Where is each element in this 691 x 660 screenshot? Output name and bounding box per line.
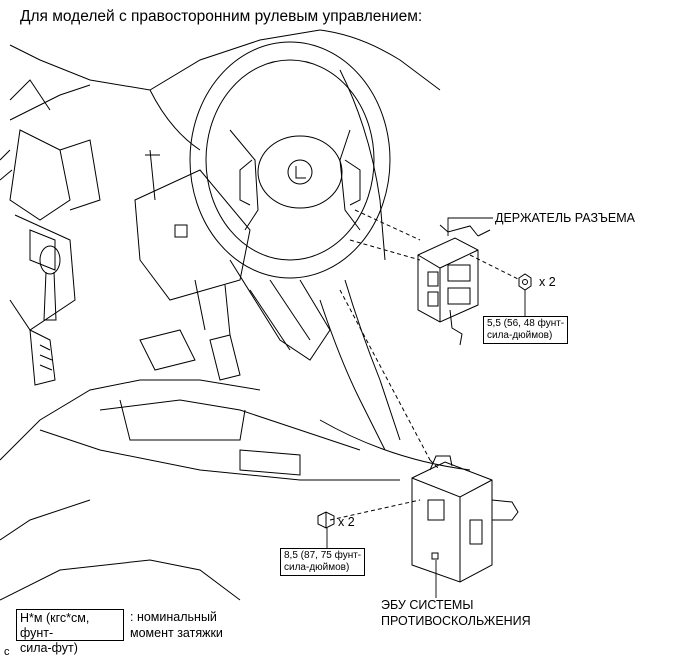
center-console <box>0 79 101 386</box>
legend-unit-line1: Н*м (кгс*см, фунт- <box>20 611 90 640</box>
bolt-torque-line2: сила-дюймов) <box>284 562 350 573</box>
legend-description: : номинальный момент затяжки <box>130 609 223 641</box>
pedals <box>139 279 241 381</box>
nut-quantity: x 2 <box>539 275 556 289</box>
bolt-quantity: x 2 <box>338 515 355 529</box>
corner-mark: c <box>4 646 10 658</box>
legend-desc-line2: момент затяжки <box>130 626 223 640</box>
connector-holder-label: ДЕРЖАТЕЛЬ РАЗЪЕМА <box>495 211 635 225</box>
gear-lever <box>39 245 61 321</box>
bolt-torque-box: 8,5 (87, 75 фунт- сила-дюймов) <box>280 548 366 576</box>
bolt-icon <box>317 511 335 529</box>
nut-icon <box>518 273 532 291</box>
nut-torque-box: 5,5 (56, 48 фунт- сила-дюймов) <box>483 316 569 344</box>
skid-control-ecu <box>411 455 519 583</box>
legend-unit-box: Н*м (кгс*см, фунт- сила-фут) <box>16 609 124 655</box>
ecu-label-line1: ЭБУ СИСТЕМЫ <box>381 598 474 612</box>
steering-column <box>134 149 331 361</box>
page-title: Для моделей с правосторонним рулевым упр… <box>20 8 423 25</box>
steering-wheel <box>189 41 391 279</box>
bolt-torque-line1: 8,5 (87, 75 фунт- <box>284 550 362 561</box>
leader-lines <box>329 209 521 521</box>
dashboard-outline <box>0 29 471 601</box>
nut-torque-line2: сила-дюймов) <box>487 330 553 341</box>
label-pointers <box>326 217 526 598</box>
connector-holder <box>417 224 491 346</box>
ecu-label-line2: ПРОТИВОСКОЛЬЖЕНИЯ <box>381 614 531 628</box>
legend-unit-line2: сила-фут) <box>20 641 78 655</box>
legend-desc-line1: : номинальный <box>130 610 217 624</box>
nut-torque-line1: 5,5 (56, 48 фунт- <box>487 318 565 329</box>
